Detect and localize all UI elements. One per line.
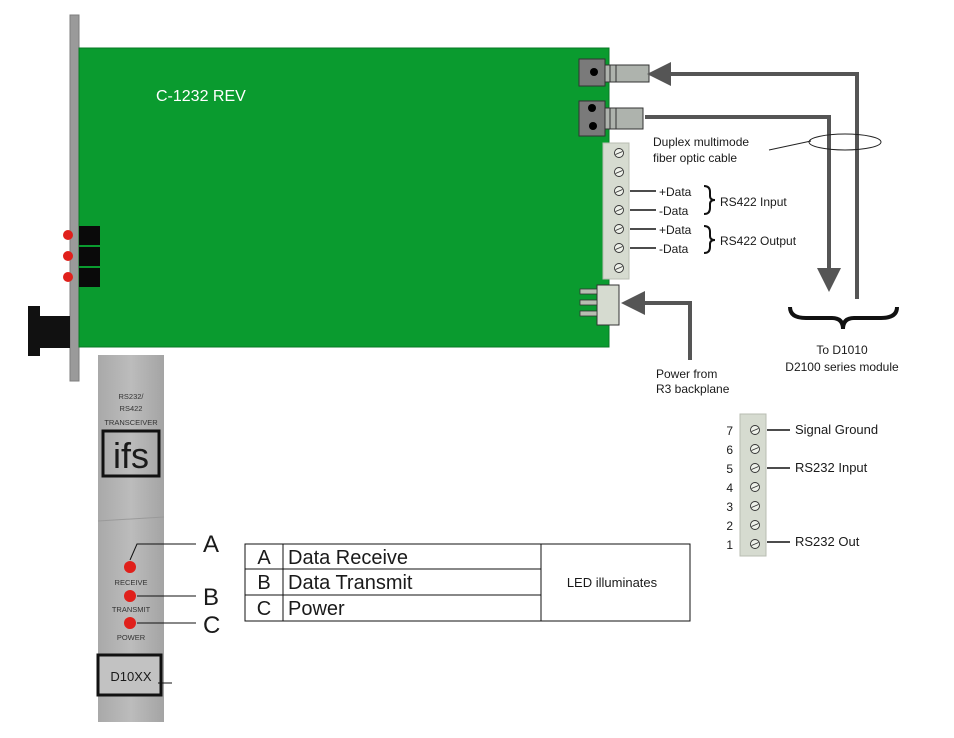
table-row-b-letter: B [257,572,270,594]
screw-terminal [750,444,760,454]
screw-terminal [750,501,760,511]
led-c-pin [63,272,73,282]
screw-terminal [750,425,760,435]
led-b-block [79,247,100,266]
rs422-input-brace [703,185,716,215]
led-table [244,543,691,622]
faceplate-text-transceiver: TRANSCEIVER [104,418,158,427]
screw-terminal [614,205,624,215]
screw-terminal [614,186,624,196]
table-row-b-name: Data Transmit [288,572,413,594]
pin-number-2: 2 [726,519,733,533]
card-rail [69,14,80,382]
fiber-connector-top [578,58,650,87]
model-label: D10XX [110,669,152,684]
rs422-input-minus: -Data [659,204,689,218]
callout-a: A [203,531,219,558]
screw-terminal [614,243,624,253]
screw-terminal [750,482,760,492]
screw-terminal [614,167,624,177]
ifs-logo: ifs [113,435,149,476]
faceplate-text-rs422: RS422 [120,404,143,413]
led-power [124,617,136,629]
table-row-c-letter: C [257,598,271,620]
screw-terminal [614,263,624,273]
rs422-output-plus: +Data [659,223,692,237]
faceplate-divider [97,516,165,522]
led-a-block [79,226,100,245]
screw-terminal [750,539,760,549]
signal-ground-label: Signal Ground [795,422,878,437]
callout-c: C [203,612,220,639]
table-row-a-letter: A [257,547,271,569]
rs422-screw-terminals [614,148,624,273]
power-label-line2: R3 backplane [656,382,730,396]
rs422-output-brace [703,225,716,254]
faceplate-text-rs232: RS232/ [118,392,144,401]
led-c-block [79,268,100,287]
pin-number-3: 3 [726,500,733,514]
cable-label-line1: Duplex multimode [653,135,749,149]
led-a-pin [63,230,73,240]
led-receive-label: RECEIVE [115,578,148,587]
power-connector [579,284,620,326]
table-note: LED illuminates [567,575,658,590]
callout-b: B [203,584,219,611]
fiber-connector-bottom [578,100,644,137]
to-module-line1: To D1010 [816,343,868,357]
pin-number-6: 6 [726,443,733,457]
pin-number-7: 7 [726,424,733,438]
screw-terminal [614,148,624,158]
rs422-input-plus: +Data [659,185,692,199]
screw-terminal [614,224,624,234]
fiber-tx-arrow [645,115,841,292]
rs232-screw-terminals [750,425,760,549]
callout-a-line [129,543,196,561]
model-label-box [96,653,163,697]
card-handle [28,306,70,356]
screw-terminal [750,520,760,530]
led-power-label: POWER [117,633,146,642]
cable-bundle-ellipse [808,133,882,151]
to-module-line2: D2100 series module [785,360,899,374]
circuit-board [78,47,610,348]
pin-number-4: 4 [726,481,733,495]
rs422-input-label: RS422 Input [720,195,787,209]
rs422-output-minus: -Data [659,242,689,256]
table-row-a-name: Data Receive [288,547,408,569]
screw-terminal [750,463,760,473]
ifs-logo-box [101,429,161,478]
led-transmit-label: TRANSMIT [112,605,151,614]
board-label: C-1232 REV [156,88,246,105]
pin-number-1: 1 [726,538,733,552]
rs232-out-label: RS232 Out [795,534,860,549]
destination-brace [788,306,899,330]
led-receive [124,561,136,573]
cable-label-line2: fiber optic cable [653,151,737,165]
power-arrow [621,291,692,360]
fiber-rx-arrow [647,62,859,299]
board-leds [63,226,100,287]
led-b-pin [63,251,73,261]
table-row-c-name: Power [288,598,345,620]
cable-label-leader [768,140,812,151]
power-label-line1: Power from [656,367,717,381]
pin-number-5: 5 [726,462,733,476]
led-transmit [124,590,136,602]
rs232-input-label: RS232 Input [795,460,868,475]
rs422-output-label: RS422 Output [720,234,797,248]
